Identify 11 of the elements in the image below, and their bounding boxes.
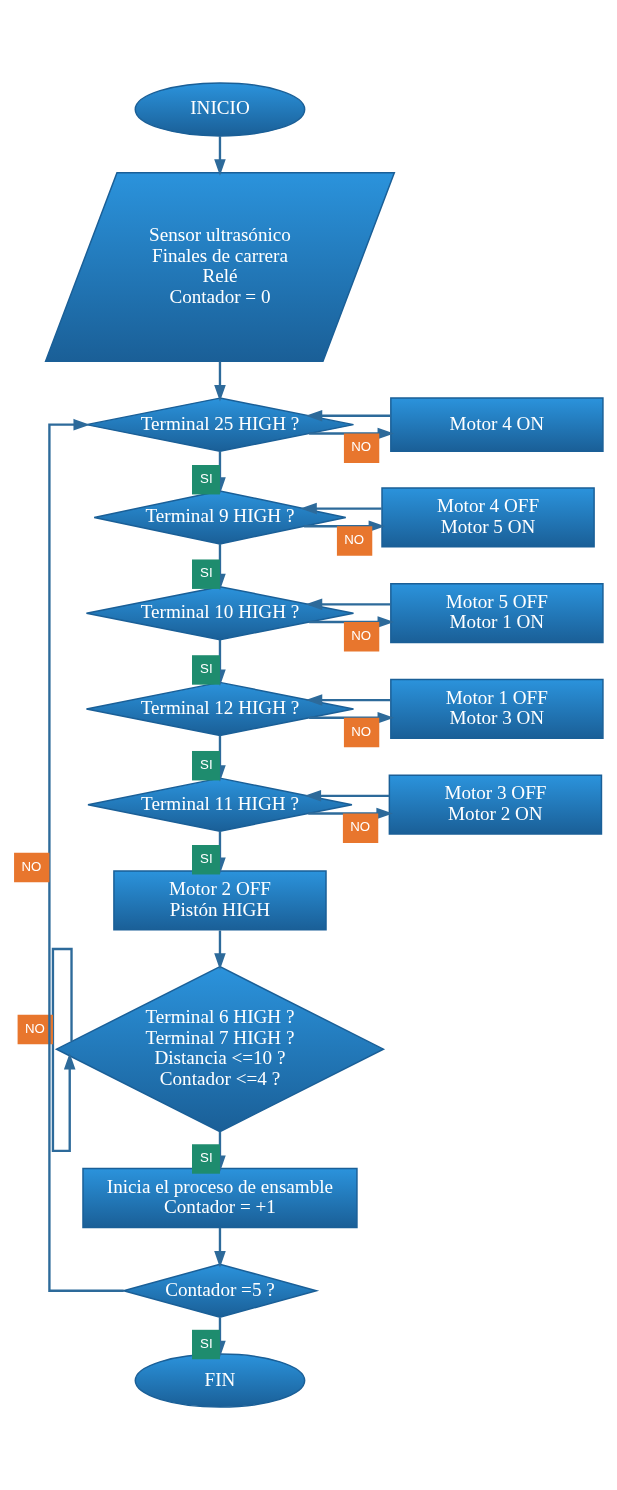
edge-label: SI xyxy=(200,470,213,486)
edge-label: SI xyxy=(200,756,213,772)
edge-label: SI xyxy=(200,1335,213,1351)
edge-label: SI xyxy=(200,1150,213,1166)
edge-label: NO xyxy=(24,1020,45,1036)
edge-label: SI xyxy=(200,661,213,677)
edge-label: NO xyxy=(21,858,42,874)
edge-label: SI xyxy=(200,850,213,866)
edge-label: SI xyxy=(200,565,213,581)
edge-label: NO xyxy=(344,532,365,548)
edge-label: NO xyxy=(350,819,371,835)
